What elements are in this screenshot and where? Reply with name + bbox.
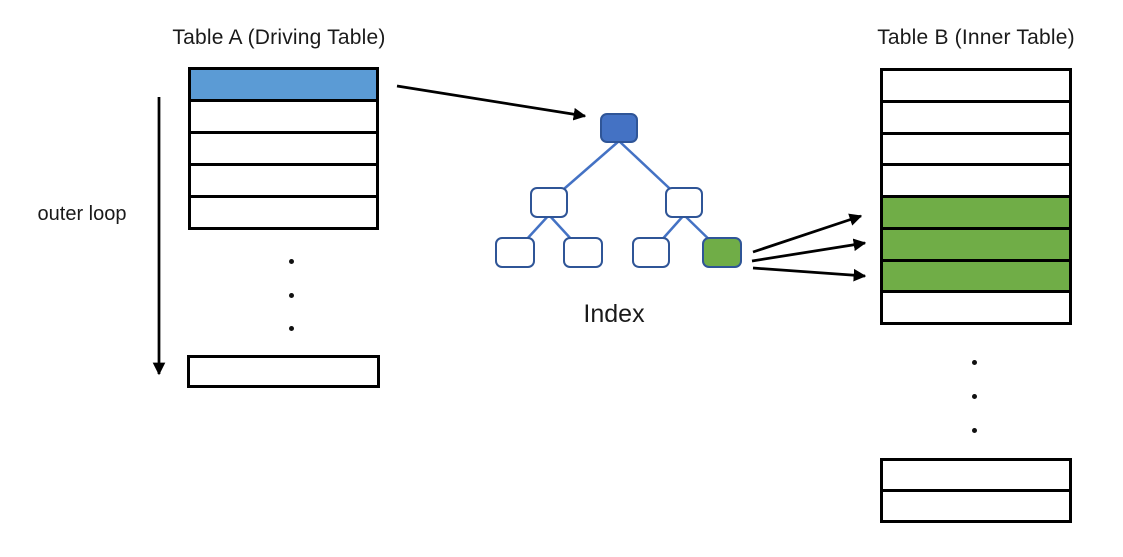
table-b-main bbox=[880, 68, 1072, 325]
ellipsis-dot bbox=[972, 394, 977, 399]
index-leaf-node-3 bbox=[632, 237, 670, 268]
table-a-bottom bbox=[187, 355, 380, 388]
index-root-node bbox=[600, 113, 638, 143]
ellipsis-dot bbox=[289, 326, 294, 331]
table-a-title: Table A (Driving Table) bbox=[172, 26, 386, 49]
table-row bbox=[883, 134, 1069, 167]
index-leaf-node-1 bbox=[495, 237, 535, 268]
index-branch-node-right bbox=[665, 187, 703, 218]
table-a-main bbox=[188, 67, 379, 230]
index-label: Index bbox=[583, 300, 645, 328]
table-row bbox=[883, 461, 1069, 492]
table-row bbox=[883, 102, 1069, 135]
table-b-bottom bbox=[880, 458, 1072, 523]
outer-loop-label: outer loop bbox=[37, 203, 127, 225]
table-row bbox=[883, 71, 1069, 103]
table-b-title: Table B (Inner Table) bbox=[877, 26, 1075, 49]
table-row bbox=[191, 102, 376, 134]
index-branch-node-left bbox=[530, 187, 568, 218]
table-row bbox=[190, 358, 377, 385]
index-leaf-node-2 bbox=[563, 237, 603, 268]
table-row bbox=[883, 492, 1069, 520]
leaf-to-row-arrow-2 bbox=[751, 238, 867, 263]
index-leaf-node-match bbox=[702, 237, 742, 268]
ellipsis-dot bbox=[972, 428, 977, 433]
table-row bbox=[883, 293, 1069, 322]
ellipsis-dot bbox=[972, 360, 977, 365]
table-row-highlight-green bbox=[883, 229, 1069, 262]
leaf-to-row-arrow-1 bbox=[752, 213, 863, 254]
ellipsis-dot bbox=[289, 259, 294, 264]
ellipsis-dot bbox=[289, 293, 294, 298]
table-row-highlight-blue bbox=[191, 70, 376, 102]
table-row bbox=[883, 166, 1069, 198]
table-row bbox=[191, 134, 376, 166]
table-row-highlight-green bbox=[883, 198, 1069, 230]
driving-row-to-index-arrow bbox=[396, 84, 587, 121]
table-row-highlight-green bbox=[883, 261, 1069, 294]
leaf-to-row-arrow-3 bbox=[752, 266, 867, 282]
table-row bbox=[191, 166, 376, 198]
table-row bbox=[191, 198, 376, 227]
